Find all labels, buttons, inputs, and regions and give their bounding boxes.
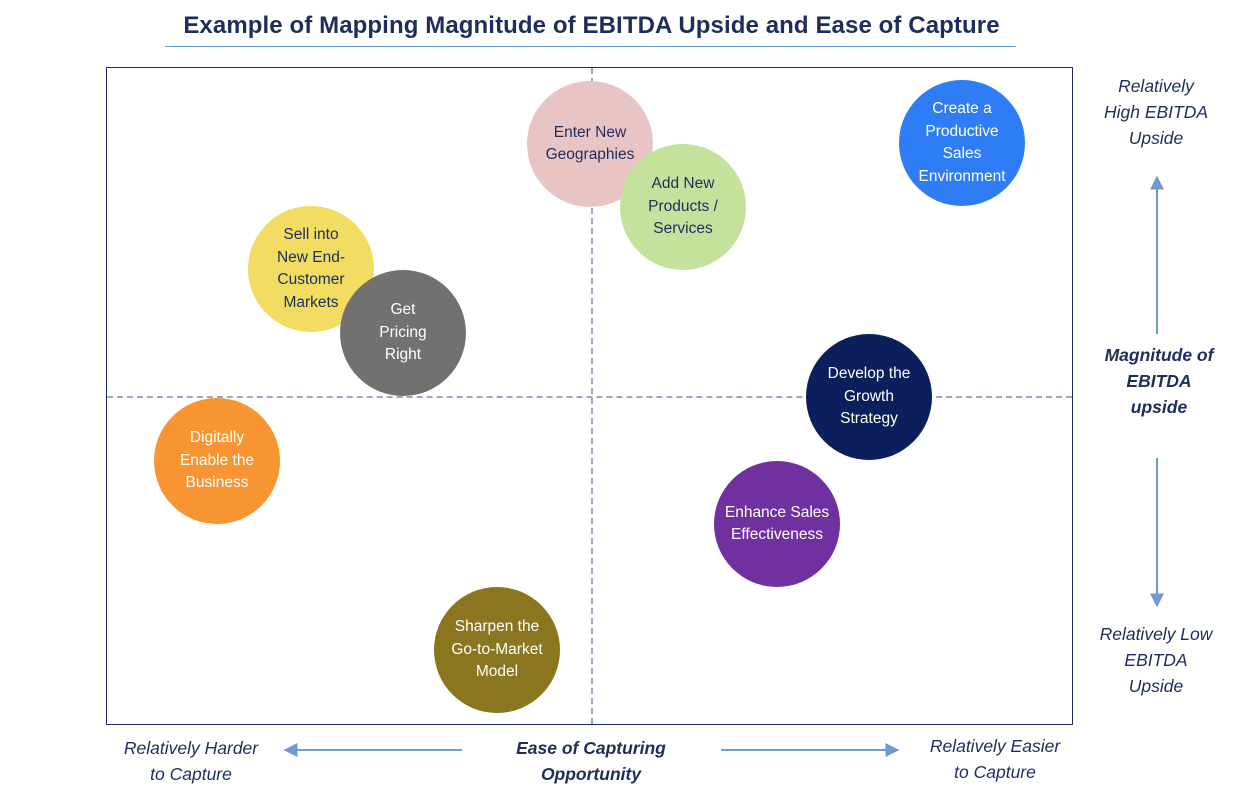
bubble-develop-growth-strategy: Develop the Growth Strategy — [806, 334, 932, 460]
bubble-sharpen-go-to-market: Sharpen the Go-to-Market Model — [434, 587, 560, 713]
bubble-enhance-sales-effectiveness: Enhance Sales Effectiveness — [714, 461, 840, 587]
x-axis-title: Ease of Capturing Opportunity — [516, 738, 666, 784]
bubble-sell-into-new-markets: Sell into New End- Customer Markets — [248, 206, 374, 332]
x-right-label: Relatively Easier to Capture — [929, 736, 1061, 782]
bubble-get-pricing-right: Get Pricing Right — [340, 270, 466, 396]
bubble-digitally-enable-business: Digitally Enable the Business — [154, 398, 280, 524]
horizontal-divider — [107, 396, 1072, 398]
bubble-enter-new-geographies: Enter New Geographies — [527, 81, 653, 207]
quadrant-frame — [106, 67, 1073, 725]
y-bottom-label: Relatively Low EBITDA Upside — [1099, 624, 1213, 696]
x-left-label: Relatively Harder to Capture — [123, 738, 259, 784]
title-underline — [165, 46, 1016, 47]
bubble-create-productive-sales: Create a Productive Sales Environment — [899, 80, 1025, 206]
bubble-add-new-products: Add New Products / Services — [620, 144, 746, 270]
page-title: Example of Mapping Magnitude of EBITDA U… — [183, 12, 1000, 39]
y-axis-title: Magnitude of EBITDA upside — [1104, 345, 1214, 417]
y-top-label: Relatively High EBITDA Upside — [1103, 76, 1209, 148]
